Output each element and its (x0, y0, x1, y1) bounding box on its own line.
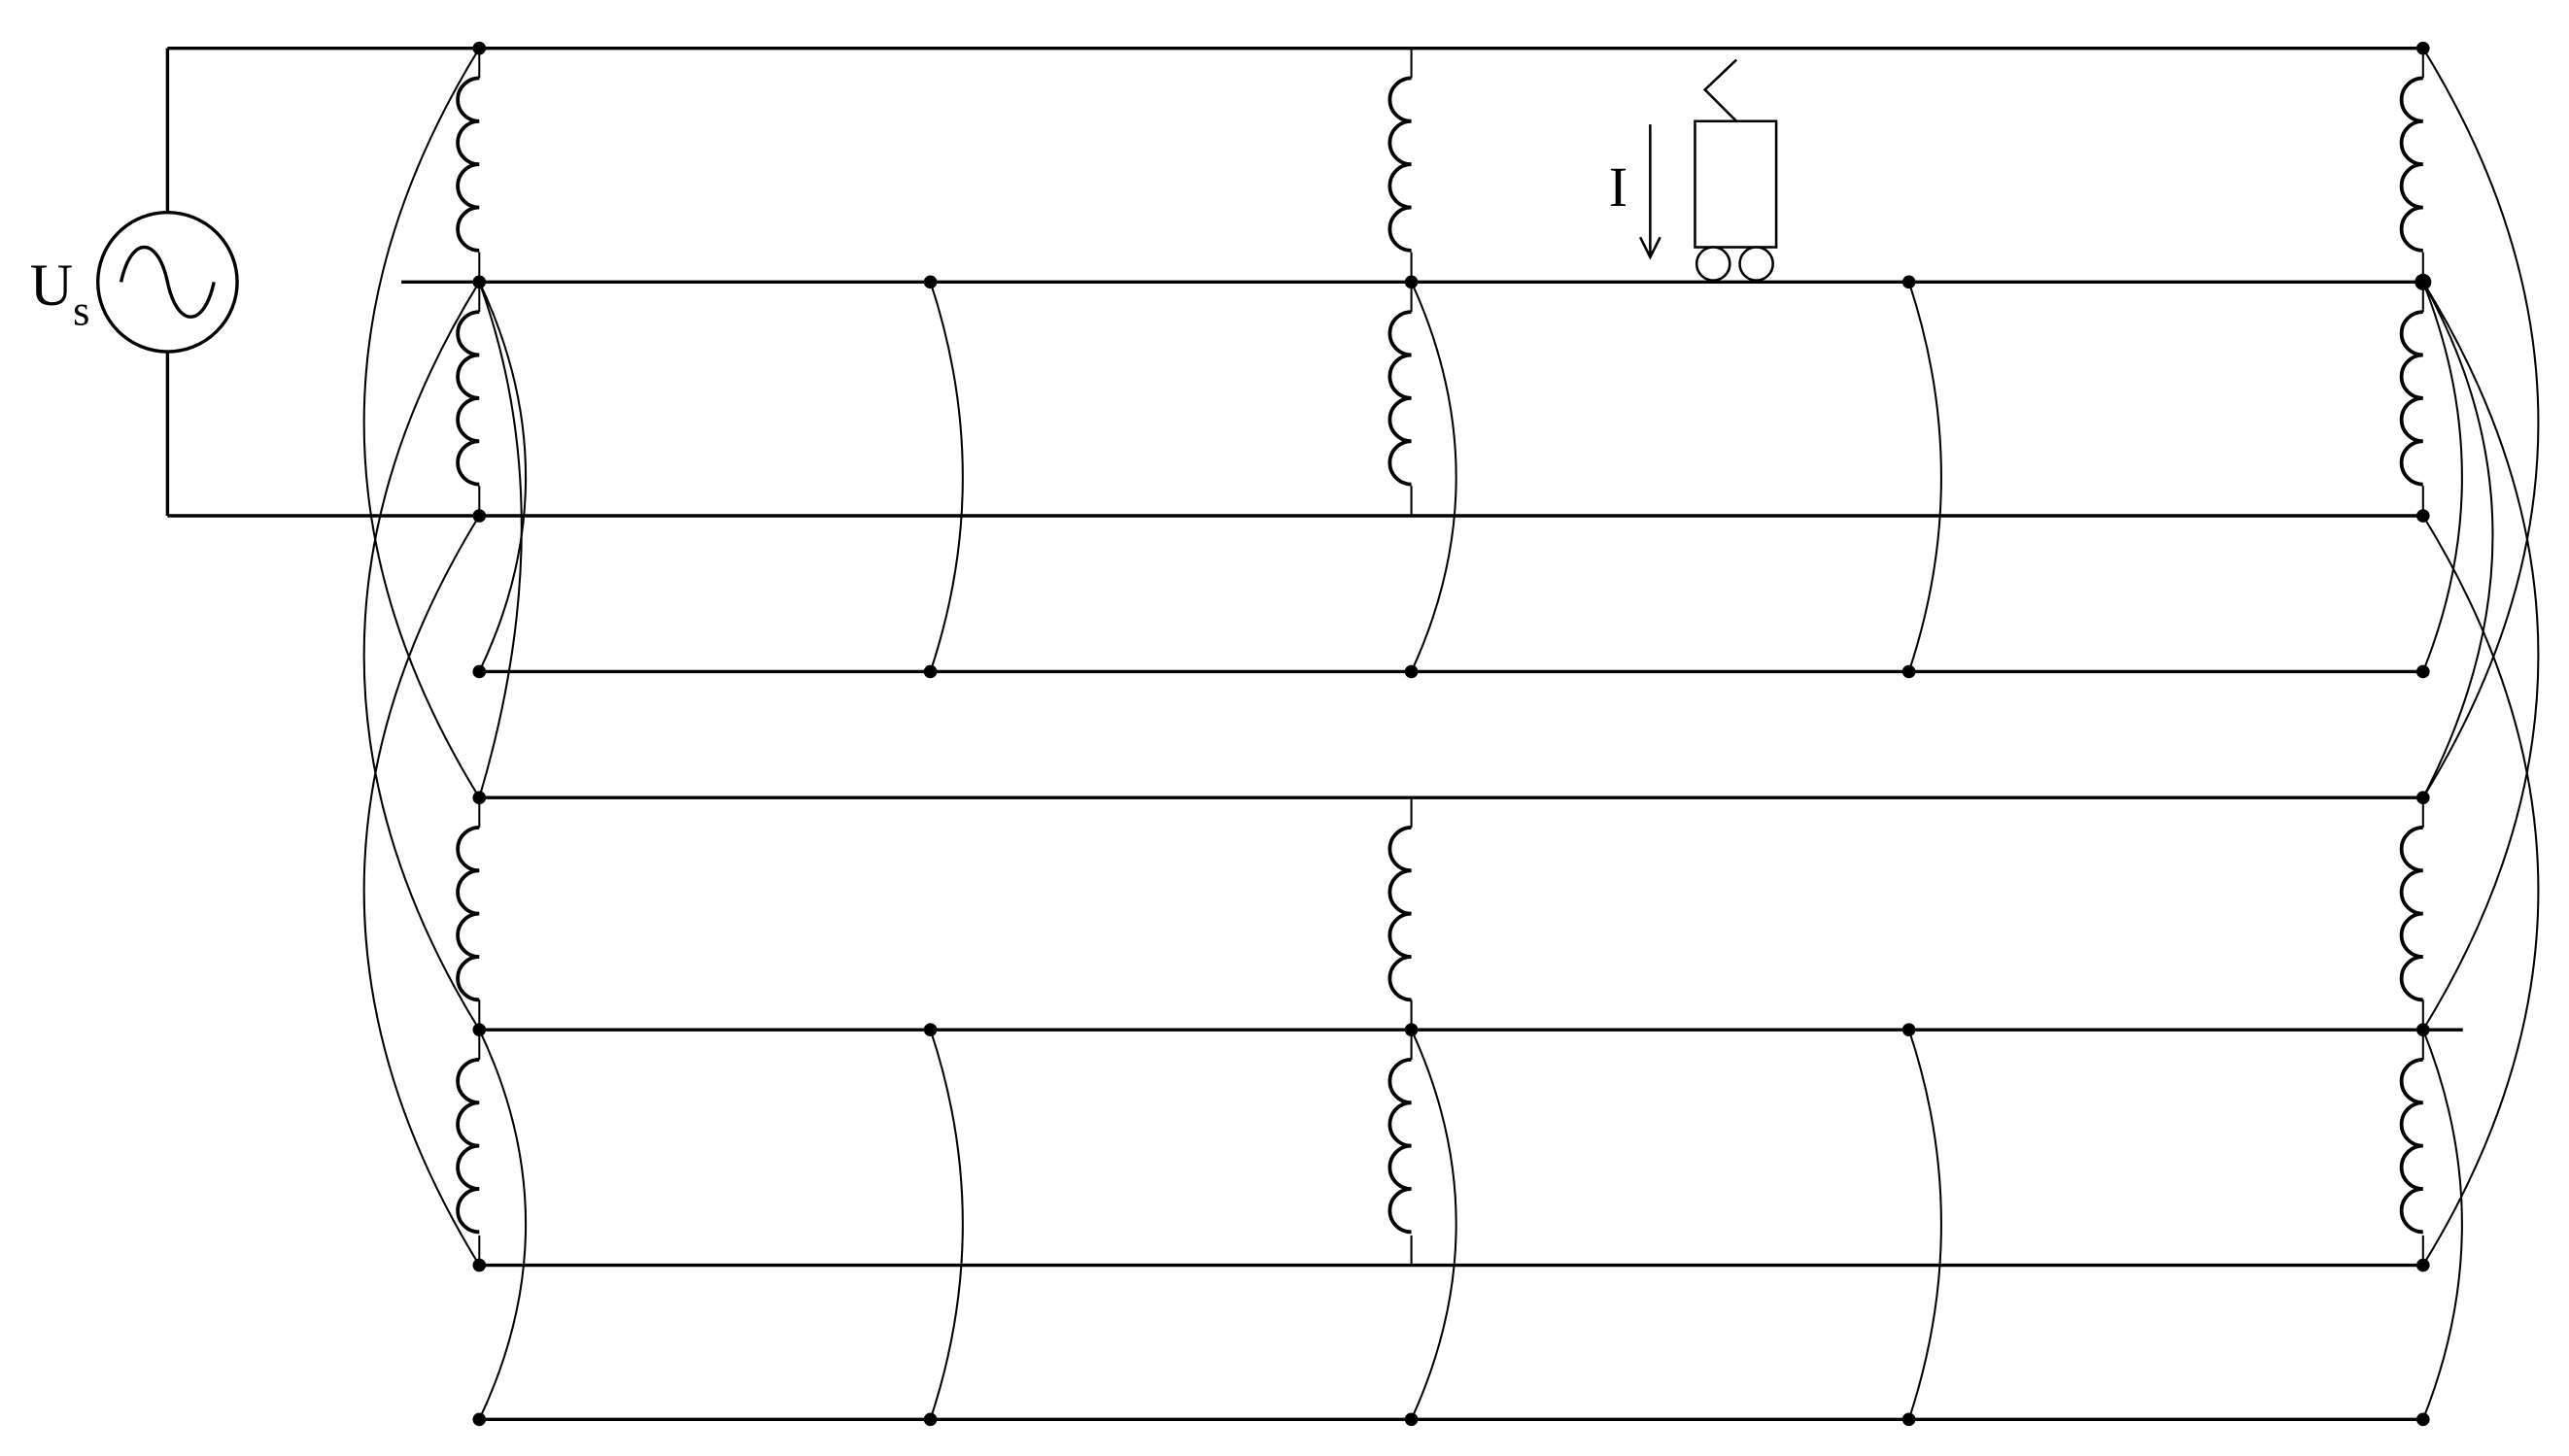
junction-dot (1901, 1023, 1916, 1036)
junction-dot (2415, 664, 2430, 679)
junction-dot (2415, 1412, 2430, 1427)
junction-dot (2415, 1023, 2430, 1036)
arrow-down-icon (1638, 124, 1661, 260)
junction-dot (472, 664, 487, 679)
junction-dot (472, 1258, 487, 1272)
ac-source: U s (30, 210, 239, 354)
junction-dot (1404, 664, 1419, 679)
locomotive-body (1694, 119, 1778, 249)
inductor-coils (456, 76, 2423, 1235)
junction-dots (472, 41, 2432, 1427)
junction-dot (2415, 273, 2432, 290)
junction-dot (472, 1412, 487, 1427)
inductor-icon (456, 1058, 480, 1235)
cross-bond-arcs (362, 48, 2540, 1420)
inductor-icon (456, 310, 480, 487)
inductor-icon (1387, 826, 1412, 1002)
pantograph-icon (1702, 58, 1738, 122)
inductor-icon (2399, 1058, 2423, 1235)
inductor-icon (1387, 310, 1412, 487)
junction-dot (923, 1023, 938, 1036)
junction-dot (1404, 1412, 1419, 1427)
inductor-icon (456, 826, 480, 1002)
source-label-subscript: s (73, 287, 89, 335)
junction-dot (1901, 275, 1916, 289)
junction-dot (1404, 1023, 1419, 1036)
junction-dot (923, 275, 938, 289)
junction-dot (472, 275, 487, 289)
junction-dot (923, 1412, 938, 1427)
wheel-icon (1738, 246, 1774, 282)
inductor-leads (478, 48, 2424, 1266)
inductor-icon (2399, 826, 2423, 1002)
current-label: I (1609, 155, 1627, 219)
junction-dot (923, 664, 938, 679)
inductor-icon (2399, 310, 2423, 487)
current-indicator: I (1609, 124, 1661, 260)
wiring (165, 46, 2463, 1421)
junction-dot (2415, 791, 2430, 805)
wheel-icon (1695, 246, 1731, 282)
junction-dot (1901, 664, 1916, 679)
junction-dot (2415, 509, 2430, 523)
inductor-icon (1387, 76, 1412, 253)
junction-dot (472, 509, 487, 523)
inductor-icon (1387, 1058, 1412, 1235)
inductor-icon (456, 76, 480, 253)
junction-dot (472, 41, 487, 55)
junction-dot (1404, 275, 1419, 289)
inductor-icon (2399, 76, 2423, 253)
junction-dot (472, 791, 487, 805)
junction-dot (2415, 1258, 2430, 1272)
source-label: U (30, 253, 73, 319)
locomotive-icon (1694, 58, 1778, 282)
sine-wave-icon (119, 245, 216, 319)
junction-dot (472, 1023, 487, 1036)
junction-dot (2415, 41, 2430, 55)
junction-dot (1901, 1412, 1916, 1427)
